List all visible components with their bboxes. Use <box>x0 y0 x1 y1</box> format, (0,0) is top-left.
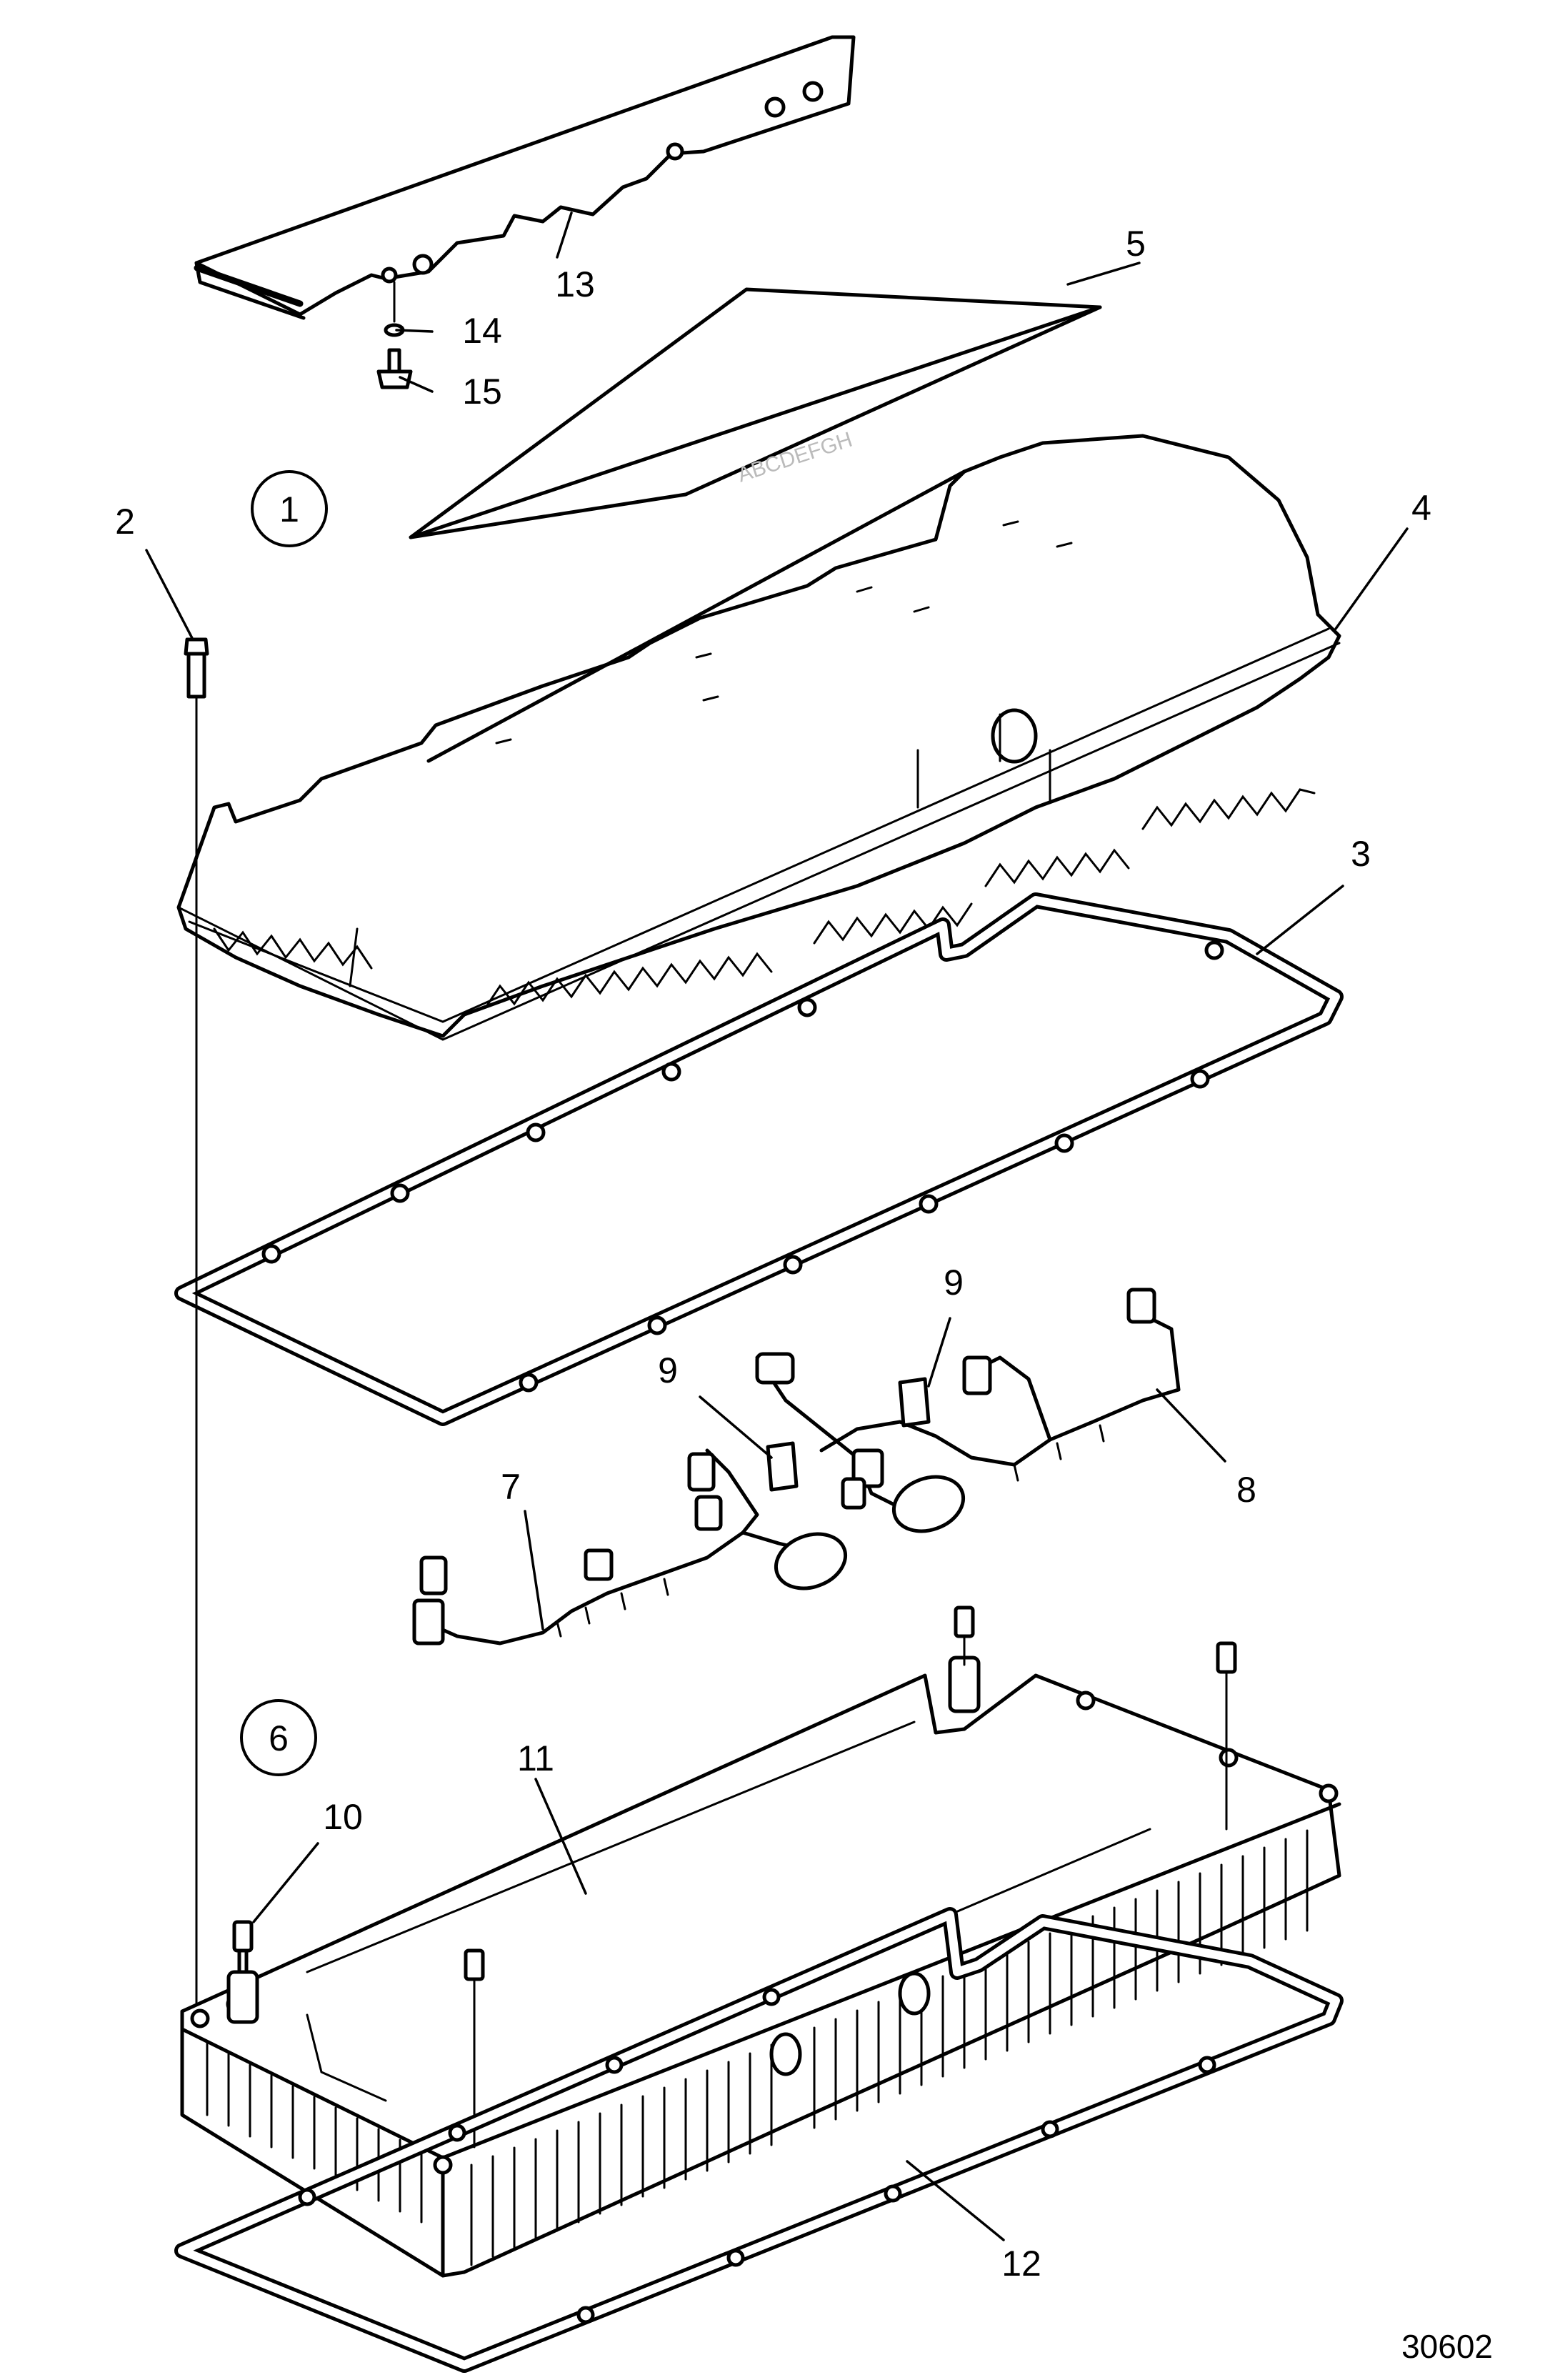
view-circle-6: 6 <box>240 1699 317 1776</box>
valve-cover-gasket <box>174 892 1344 1426</box>
lower-gasket <box>174 1907 1344 2373</box>
svg-text:ABCDEFGH: ABCDEFGH <box>735 428 856 487</box>
callout-13: 13 <box>555 264 595 304</box>
callout-7: 7 <box>501 1467 521 1507</box>
heat-shield-plate <box>194 35 856 320</box>
leader-lines <box>145 211 1409 2241</box>
callout-10: 10 <box>323 1797 363 1837</box>
callout-15: 15 <box>462 372 502 412</box>
view-circle-1: 1 <box>251 470 328 547</box>
wiring-harness <box>412 1288 1181 1645</box>
callout-14: 14 <box>462 311 502 351</box>
washer <box>384 281 405 337</box>
callout-5: 5 <box>1126 224 1146 264</box>
screw <box>376 348 413 389</box>
callout-1: 1 <box>279 489 299 529</box>
callout-9-b: 9 <box>658 1350 678 1390</box>
callout-3: 3 <box>1351 834 1371 874</box>
callout-8: 8 <box>1236 1470 1256 1510</box>
long-bolt <box>184 637 209 2031</box>
callout-6: 6 <box>269 1718 289 1758</box>
callout-11: 11 <box>517 1738 554 1778</box>
callout-12: 12 <box>1001 2244 1041 2284</box>
valve-cover <box>176 434 1341 1041</box>
callout-2: 2 <box>115 502 135 542</box>
figure-number: 30602 <box>1401 2328 1493 2365</box>
callout-4: 4 <box>1411 488 1431 528</box>
callout-9-a: 9 <box>944 1263 964 1303</box>
